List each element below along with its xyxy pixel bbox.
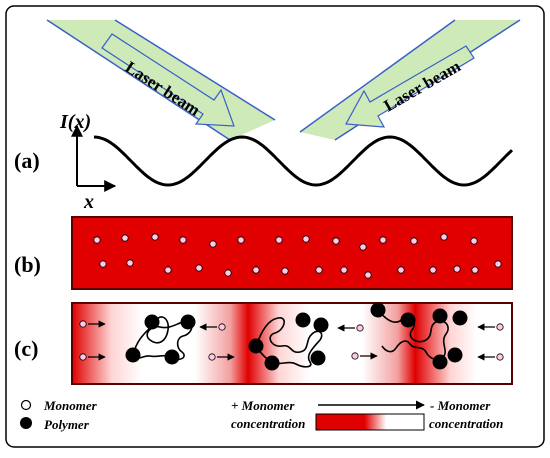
monomer-dot xyxy=(93,236,101,244)
monomer-dot xyxy=(209,240,217,248)
monomer-dot xyxy=(224,269,232,277)
monomer-dot xyxy=(99,260,107,268)
right-beam-arrow xyxy=(345,45,475,128)
monomer-dot xyxy=(126,259,134,267)
monomer-dot xyxy=(164,266,172,274)
panel-c-monomers xyxy=(79,320,504,361)
panel-c-diffusion-arrows xyxy=(88,320,495,361)
monomer-dot xyxy=(429,266,437,274)
monomer-dot xyxy=(356,324,364,332)
monomer-dot xyxy=(496,323,504,331)
panel-label-c: (c) xyxy=(14,336,38,361)
panel-label-b: (b) xyxy=(14,252,41,277)
y-axis-label: I(x) xyxy=(59,111,91,133)
monomer-dot xyxy=(218,323,226,331)
monomer-dot xyxy=(151,233,159,241)
legend-polymer-label: Polymer xyxy=(44,417,90,432)
monomer-dot xyxy=(208,353,216,361)
polymer-legend-icon xyxy=(20,417,32,429)
monomer-dot xyxy=(332,237,340,245)
polymer-chain-3 xyxy=(370,302,468,370)
monomer-dot xyxy=(410,237,418,245)
monomer-dot xyxy=(79,353,87,361)
monomer-dot xyxy=(359,243,367,251)
monomer-dot xyxy=(252,266,260,274)
monomer-dot xyxy=(237,236,245,244)
legend: Monomer Polymer + Monomer concentration … xyxy=(20,398,503,432)
right-laser-beam: Laser beam xyxy=(299,19,521,141)
x-axis-label: x xyxy=(83,191,94,213)
monomer-legend-icon xyxy=(20,399,32,411)
panel-b-monomers xyxy=(93,233,502,279)
minus-monomer-label: - Monomer xyxy=(430,398,491,413)
panel-b-uniform-monomer-bar xyxy=(71,216,513,290)
minus-concentration-label: concentration xyxy=(429,416,503,431)
monomer-dot xyxy=(195,264,203,272)
monomer-dot xyxy=(494,260,502,268)
monomer-dot xyxy=(364,271,372,279)
panel-label-a: (a) xyxy=(14,148,40,173)
monomer-dot xyxy=(351,352,359,360)
legend-monomer-label: Monomer xyxy=(43,398,98,413)
intensity-wave xyxy=(93,135,514,187)
monomer-dot xyxy=(397,266,405,274)
polymer-chain-2 xyxy=(248,312,329,371)
plus-monomer-label: + Monomer xyxy=(231,398,295,413)
monomer-dot xyxy=(79,320,87,328)
monomer-dot xyxy=(315,266,323,274)
monomer-dot xyxy=(379,236,387,244)
monomer-dot xyxy=(275,236,283,244)
monomer-dot xyxy=(470,237,478,245)
intensity-axes: I(x) x xyxy=(59,111,117,213)
monomer-dot xyxy=(281,267,289,275)
monomer-dot xyxy=(453,265,461,273)
monomer-dot xyxy=(440,233,448,241)
polymer-chain-1 xyxy=(125,314,196,365)
plus-concentration-label: concentration xyxy=(231,416,305,431)
monomer-dot xyxy=(179,236,187,244)
concentration-gradient-bar xyxy=(315,413,425,431)
monomer-dot xyxy=(471,266,479,274)
left-beam-arrow xyxy=(101,33,235,127)
monomer-dot xyxy=(302,235,310,243)
monomer-dot xyxy=(340,266,348,274)
monomer-dot xyxy=(121,234,129,242)
monomer-dot xyxy=(496,353,504,361)
